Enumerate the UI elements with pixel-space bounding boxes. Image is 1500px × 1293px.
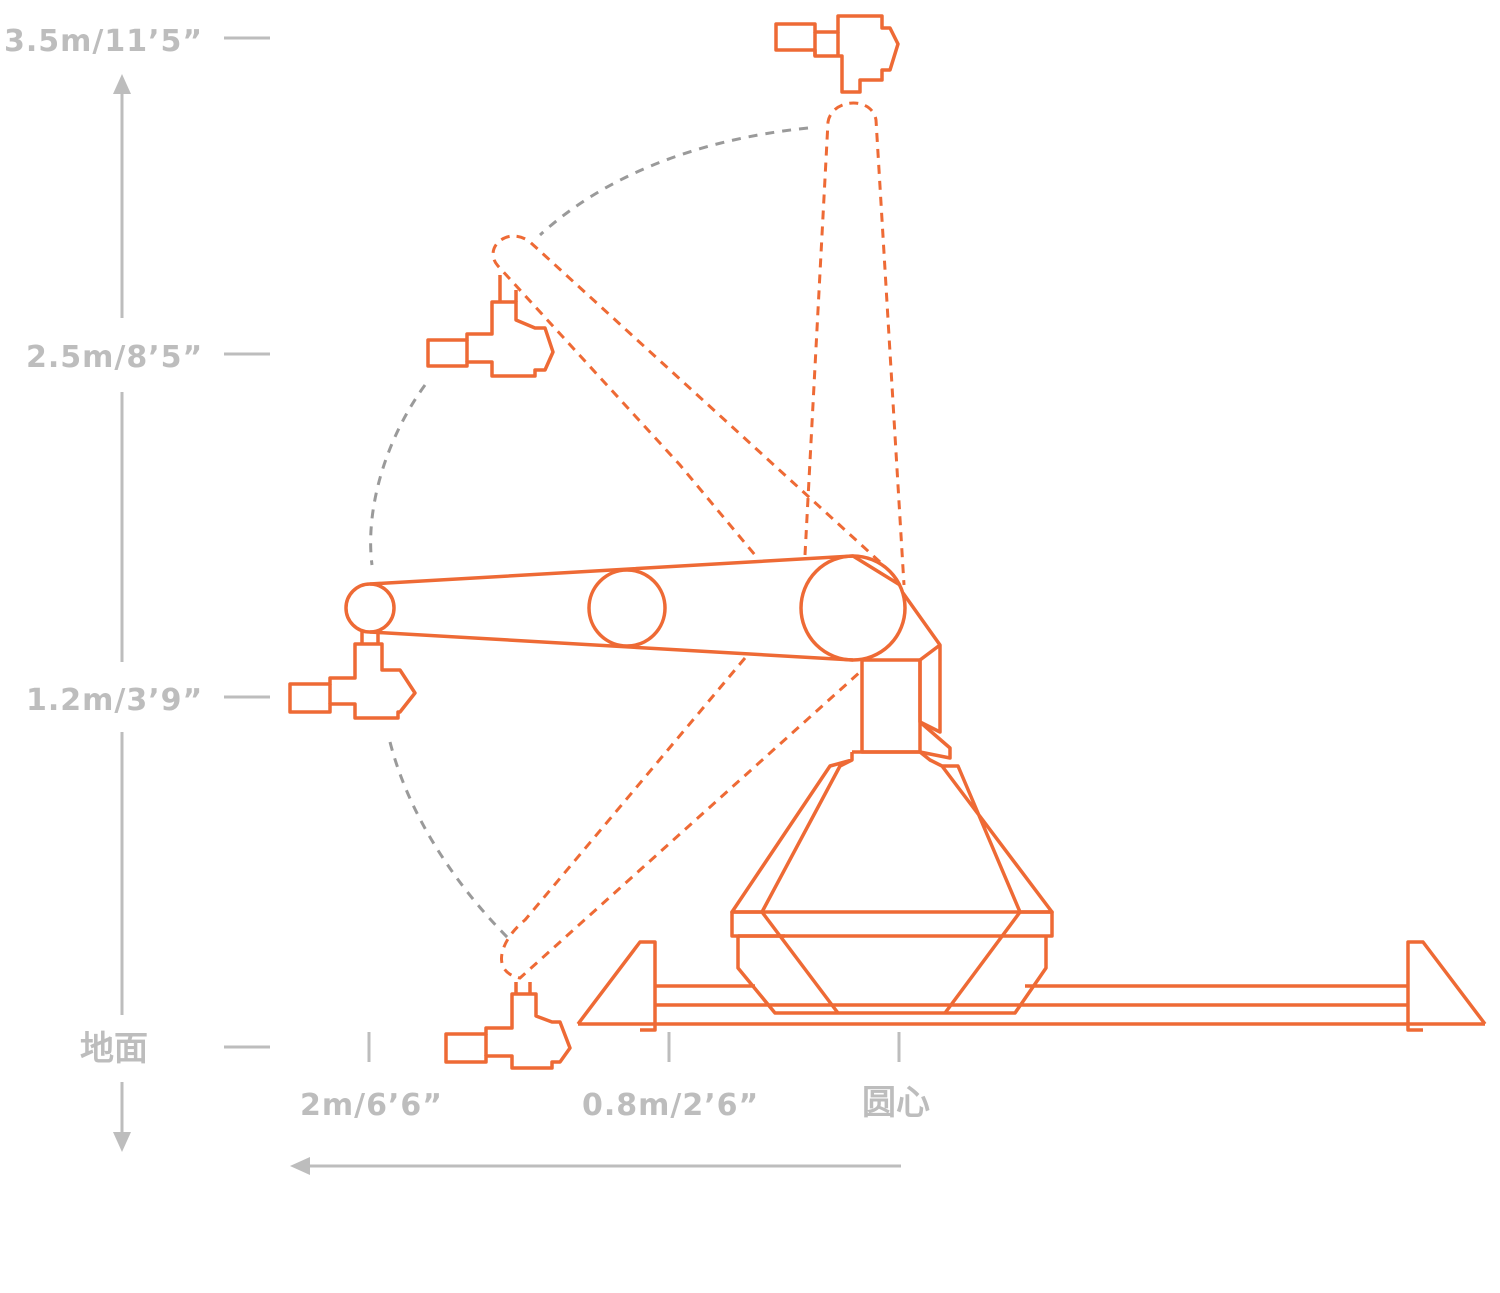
arm-mid-joint <box>587 568 667 648</box>
height-label-3-5m: 3.5m/11’5” <box>4 24 203 59</box>
axis-arrow-left-icon <box>290 1157 310 1175</box>
horizontal-axis <box>290 1032 901 1175</box>
arm-position-low <box>500 657 862 980</box>
reach-arc <box>369 384 427 566</box>
arm-pivot-joint <box>799 554 907 662</box>
reach-arc <box>388 741 512 942</box>
ground-label: 地面 <box>80 1029 148 1069</box>
arm-position-upper <box>491 234 882 564</box>
distance-label-0-8m: 0.8m/2’6” <box>582 1088 759 1123</box>
axis-arrow-down-icon <box>113 1132 131 1152</box>
main-arm <box>344 554 942 734</box>
center-label: 圆心 <box>862 1083 930 1123</box>
camera-icon-upper <box>426 275 555 378</box>
camera-icon-middle <box>288 632 417 720</box>
camera-icon-top <box>774 14 900 94</box>
arm-position-top <box>803 101 906 586</box>
axis-arrow-up-icon <box>113 74 131 94</box>
height-label-2-5m: 2.5m/8’5” <box>26 340 203 375</box>
reach-arc <box>538 126 809 237</box>
camera-icon-low <box>444 982 572 1070</box>
distance-label-2m: 2m/6’6” <box>300 1088 443 1123</box>
vertical-axis <box>113 36 270 1152</box>
crane-column <box>730 660 1054 1015</box>
crane-track <box>576 940 1487 1032</box>
height-label-1-2m: 1.2m/3’9” <box>26 683 203 718</box>
